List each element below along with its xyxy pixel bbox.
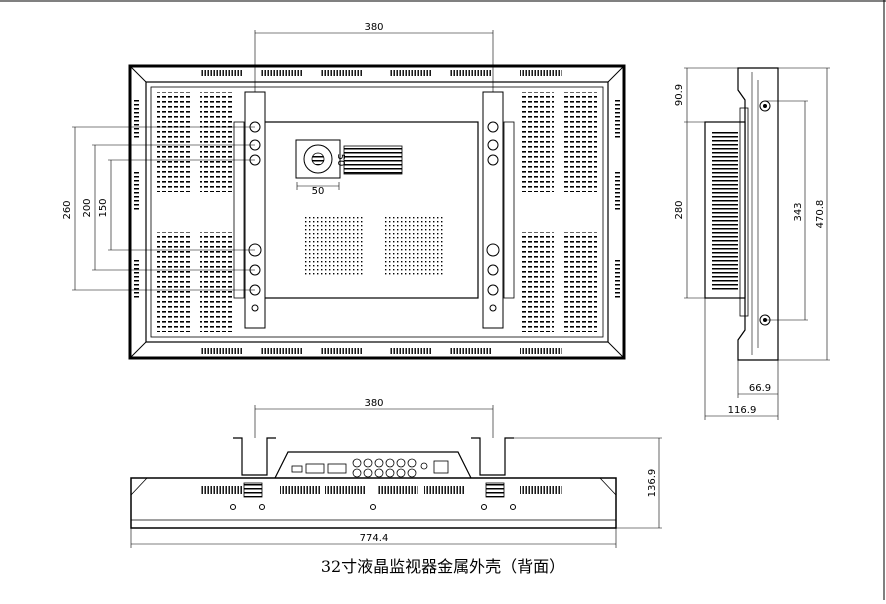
dot-vent-right	[384, 215, 444, 275]
side-fins	[712, 130, 738, 290]
left-mounting-bracket	[233, 91, 266, 329]
fan-housing	[295, 139, 341, 179]
dim-side-470-8: 470.8	[815, 200, 826, 229]
fan-hub	[311, 152, 325, 166]
bottom-screws	[230, 504, 516, 510]
rear-outer-frame	[128, 64, 626, 360]
io-ports	[291, 458, 449, 478]
dim-bottom-380: 380	[364, 398, 383, 409]
dot-vent-left	[303, 215, 363, 275]
rear-inner-frame	[145, 81, 609, 343]
dim-left-200: 200	[82, 198, 93, 217]
io-housing	[274, 451, 472, 479]
dim-fan-50-vertical: 50	[335, 154, 346, 167]
bevel-bl	[129, 341, 147, 359]
label-plate	[343, 145, 403, 175]
drawing-title: 32寸液晶监视器金属外壳（背面）	[320, 557, 566, 576]
bevel-br	[607, 341, 625, 359]
bottom-left-bracket	[233, 437, 276, 476]
top-vents	[200, 70, 562, 76]
dim-side-66-9: 66.9	[749, 383, 771, 394]
dim-side-280: 280	[674, 200, 685, 219]
dim-bottom-774-4: 774.4	[360, 533, 389, 544]
dim-fan-50-horizontal: 50	[312, 186, 325, 197]
dim-side-90-9: 90.9	[674, 84, 685, 106]
slot-vent-panels	[157, 92, 597, 332]
bevel-tr	[607, 65, 625, 83]
dim-side-343: 343	[793, 202, 804, 221]
side-view: 90.9 280 343 470.8 66.9 116.9	[674, 67, 830, 420]
bottom-body	[130, 477, 617, 529]
right-mounting-bracket	[482, 91, 515, 329]
dim-side-116-9: 116.9	[728, 405, 757, 416]
dim-bottom-136-9: 136.9	[647, 469, 658, 498]
rear-inner-panel	[150, 86, 604, 338]
dim-left-260: 260	[62, 200, 73, 219]
fan-icon	[303, 144, 333, 174]
dim-left-150: 150	[98, 198, 109, 217]
bevel-tl	[129, 65, 147, 83]
rear-view: 50 50 380	[62, 22, 626, 360]
bottom-right-bracket	[471, 437, 514, 476]
bottom-vents-row	[200, 486, 562, 494]
bottom-view: 380 136.9 774.4	[130, 398, 662, 548]
bottom-vents	[200, 348, 562, 354]
side-vents	[134, 100, 620, 300]
dim-vesa-380-top: 380	[364, 22, 383, 33]
